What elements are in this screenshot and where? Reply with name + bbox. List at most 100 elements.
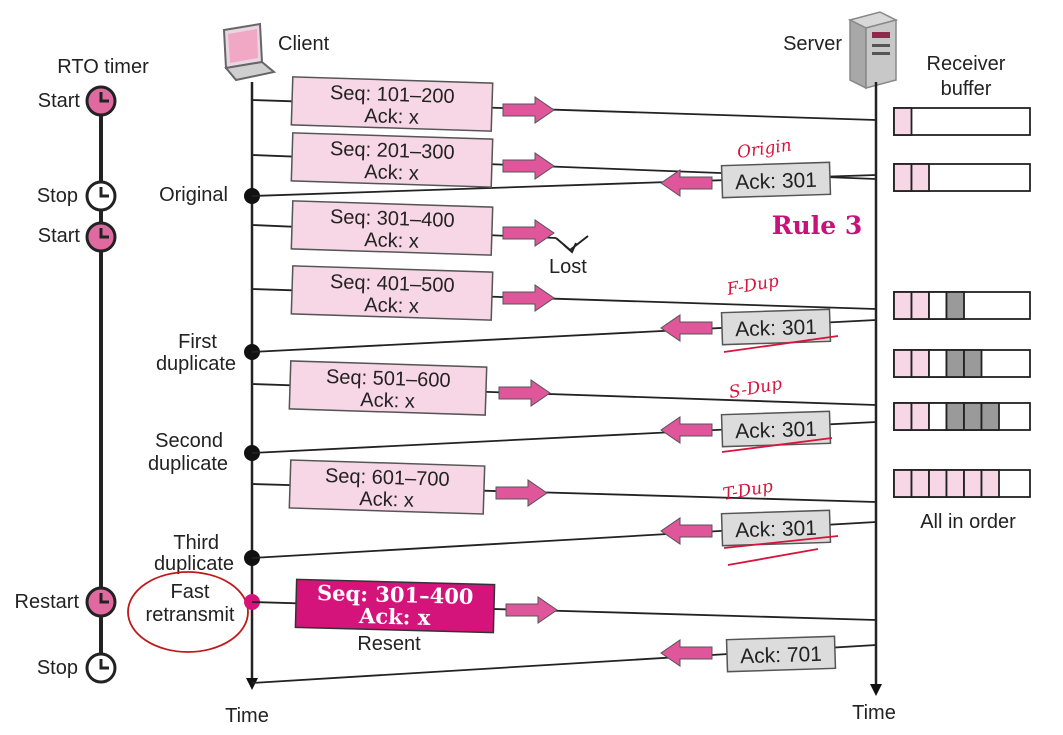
client-event-third-line2: duplicate bbox=[154, 553, 234, 575]
rule-label: Rule 3 bbox=[772, 211, 862, 240]
buffer-cell-pink bbox=[928, 469, 948, 498]
pink-arrow-right-icon bbox=[505, 596, 558, 624]
receiver-buffer-label-line2: buffer bbox=[941, 78, 992, 100]
pink-arrow-left-icon bbox=[660, 639, 713, 667]
handwritten-underline bbox=[723, 535, 839, 549]
buffer-cell-pink bbox=[893, 349, 913, 378]
segment-seq: Seq: 501–600 bbox=[326, 366, 451, 392]
ack-label: Ack: 301 bbox=[735, 418, 817, 444]
buffer-cell-pink bbox=[980, 469, 1000, 498]
receiver-buffer bbox=[893, 402, 1031, 431]
client-event-third-line1: Third bbox=[173, 532, 219, 554]
buffer-cell-empty bbox=[928, 402, 948, 431]
segment-ack: Ack: x bbox=[358, 603, 431, 630]
buffer-cell-empty bbox=[928, 349, 948, 378]
receiver-buffer bbox=[893, 349, 1031, 378]
segment-box: Seq: 301–400 Ack: x bbox=[290, 200, 494, 256]
laptop-icon bbox=[222, 22, 277, 82]
receiver-buffer bbox=[893, 469, 1031, 498]
client-label: Client bbox=[278, 33, 330, 55]
pink-arrow-right-icon bbox=[502, 219, 555, 247]
handwritten-underline bbox=[723, 335, 839, 353]
pink-arrow-right-icon bbox=[502, 284, 555, 312]
resent-label: Resent bbox=[357, 633, 421, 655]
segment-box: Seq: 201–300 Ack: x bbox=[290, 132, 494, 188]
pink-arrow-left-icon bbox=[660, 416, 713, 444]
pink-arrow-left-icon bbox=[660, 314, 713, 342]
segment-ack: Ack: x bbox=[360, 389, 415, 413]
handwritten-underline bbox=[721, 437, 833, 453]
buffer-cell-pink bbox=[945, 469, 965, 498]
buffer-cell-gray bbox=[963, 402, 983, 431]
ack-box: Ack: 301 bbox=[720, 308, 832, 346]
segment-ack: Ack: x bbox=[364, 229, 419, 253]
buffer-cell-pink bbox=[893, 291, 913, 320]
segment-ack: Ack: x bbox=[364, 161, 419, 185]
pink-arrow-left-icon bbox=[660, 517, 713, 545]
buffer-cell-empty bbox=[928, 291, 948, 320]
timer-event-label: Stop bbox=[37, 185, 78, 207]
buffer-cell-gray bbox=[945, 402, 965, 431]
client-event-fast-line1: Fast bbox=[171, 581, 210, 603]
client-time-label: Time bbox=[225, 705, 269, 727]
timer-event-label: Restart bbox=[15, 591, 80, 613]
server-label: Server bbox=[783, 33, 842, 55]
handwritten-underline bbox=[727, 548, 819, 566]
timer-event-label: Start bbox=[38, 90, 81, 112]
timer-event-label: Start bbox=[38, 225, 81, 247]
ack-box: Ack: 301 bbox=[720, 161, 832, 199]
all-in-order-label: All in order bbox=[920, 511, 1016, 533]
receiver-buffer bbox=[893, 107, 1031, 136]
handwritten-f-dup-annotation: F-Dup bbox=[724, 271, 780, 300]
client-event-second-line2: duplicate bbox=[148, 453, 228, 475]
segment-box: Seq: 501–600 Ack: x bbox=[288, 360, 488, 416]
buffer-cell-pink bbox=[893, 107, 913, 136]
handwritten-origin-annotation: Origin bbox=[736, 136, 793, 163]
buffer-cell-gray bbox=[945, 291, 965, 320]
receiver-buffers bbox=[893, 107, 1031, 498]
ack-label: Ack: 301 bbox=[735, 316, 817, 342]
ack-box: Ack: 301 bbox=[720, 509, 832, 547]
buffer-cell-gray bbox=[980, 402, 1000, 431]
segment-ack: Ack: x bbox=[364, 294, 419, 318]
timer-event-1: Start bbox=[38, 85, 117, 117]
timer-event-5: Stop bbox=[37, 652, 117, 684]
server-icon bbox=[847, 11, 899, 90]
timer-event-3: Start bbox=[38, 221, 117, 253]
ack-label: Ack: 701 bbox=[740, 643, 822, 669]
pink-arrow-right-icon bbox=[498, 379, 551, 407]
segment-seq: Seq: 301–400 bbox=[317, 580, 474, 609]
buffer-cell-gray bbox=[945, 349, 965, 378]
buffer-cell-pink bbox=[910, 349, 930, 378]
buffer-cell-pink bbox=[893, 402, 913, 431]
pink-arrow-right-icon bbox=[502, 96, 555, 124]
buffer-cell-pink bbox=[893, 469, 913, 498]
pink-arrow-right-icon bbox=[502, 152, 555, 180]
ack-label: Ack: 301 bbox=[735, 169, 817, 195]
buffer-cell-pink bbox=[910, 291, 930, 320]
buffer-cell-pink bbox=[893, 163, 913, 192]
segment-ack: Ack: x bbox=[364, 105, 419, 129]
handwritten-t-dup-annotation: T-Dup bbox=[721, 476, 774, 504]
resent-segment-box: Seq: 301–400 Ack: x bbox=[294, 578, 496, 634]
segment-seq: Seq: 601–700 bbox=[325, 465, 450, 491]
handwritten-s-dup-annotation: S-Dup bbox=[727, 374, 783, 403]
buffer-cell-pink bbox=[963, 469, 983, 498]
buffer-cell-pink bbox=[910, 163, 930, 192]
client-event-second-line1: Second bbox=[155, 430, 223, 452]
client-event-fast-line2: retransmit bbox=[146, 604, 235, 626]
pink-arrow-left-icon bbox=[660, 169, 713, 197]
segment-box: Seq: 401–500 Ack: x bbox=[290, 265, 494, 321]
receiver-buffer-label-line1: Receiver bbox=[927, 53, 1006, 75]
buffer-cell-gray bbox=[963, 349, 983, 378]
buffer-outline bbox=[893, 107, 1031, 136]
ack-box: Ack: 301 bbox=[720, 410, 832, 448]
timer-event-label: Stop bbox=[37, 657, 78, 679]
segment-box: Seq: 601–700 Ack: x bbox=[288, 459, 486, 515]
client-event-first-line2: duplicate bbox=[156, 353, 236, 375]
ack-label: Ack: 301 bbox=[735, 517, 817, 543]
pink-arrow-right-icon bbox=[495, 479, 548, 507]
timer-event-2: Stop bbox=[37, 180, 117, 212]
receiver-buffer bbox=[893, 163, 1031, 192]
